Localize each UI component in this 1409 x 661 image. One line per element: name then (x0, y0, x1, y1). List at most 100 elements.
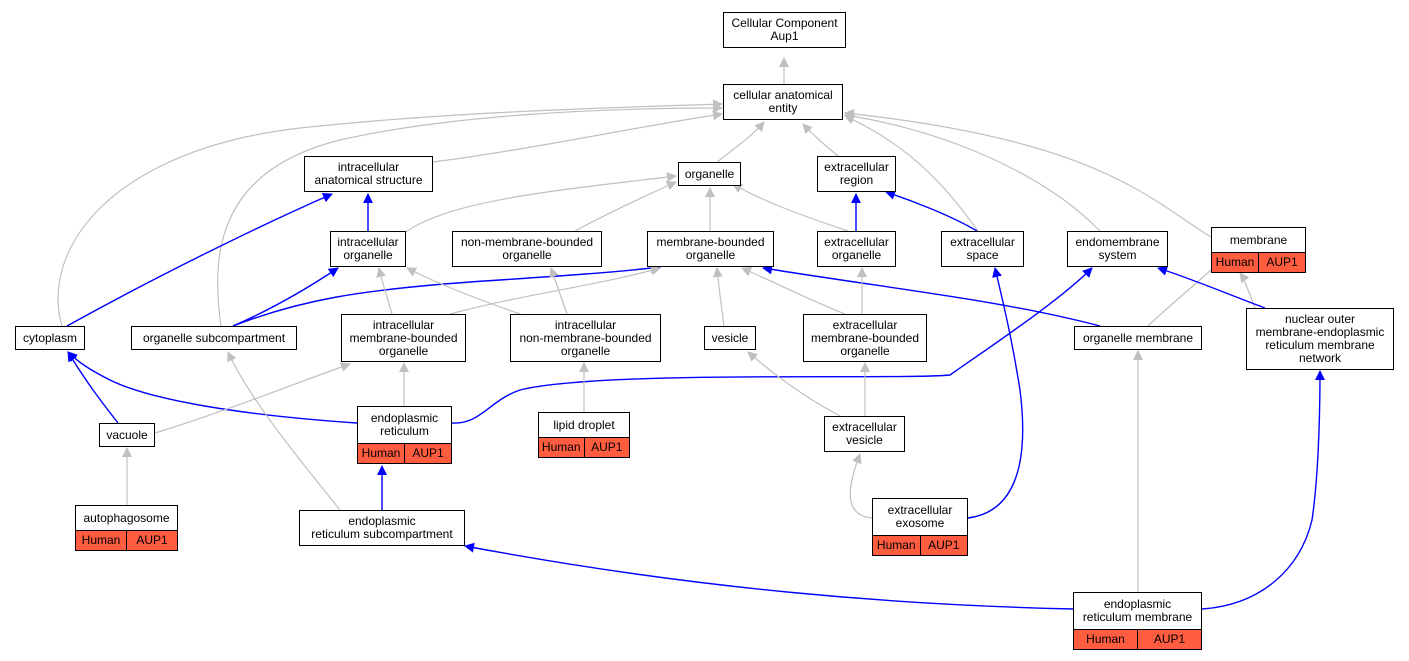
annotation-species: Human (81, 533, 121, 547)
node-label-line: membrane (1229, 232, 1288, 247)
edge-is-a-intracellular-non-membrane-bounded-organelle-to-intracellular-organelle (406, 267, 521, 315)
annotation-species: Human (1215, 255, 1255, 269)
edge-is-a-intracellular-non-membrane-bounded-organelle-to-non-membrane-bounded-organelle (549, 267, 568, 315)
node-label-line: organelle subcompartment (142, 330, 286, 345)
edge-part-of-endoplasmic-reticulum-to-endomembrane-system (451, 267, 1093, 424)
node-label-line: network (1298, 351, 1342, 365)
node-cytoplasm[interactable]: cytoplasm (15, 326, 85, 350)
annotation-gene: AUP1 (919, 536, 968, 555)
edge-part-of-endoplasmic-reticulum-membrane-to-nuclear-outer-membrane-er-network (1201, 370, 1325, 610)
edge-is-a-intracellular-organelle-to-organelle (405, 172, 677, 233)
node-label-line: extracellular (824, 235, 889, 249)
node-label-line: membrane-bounded (349, 330, 458, 345)
annotation-gene: AUP1 (1137, 630, 1201, 649)
node-label-line: space (966, 248, 999, 262)
node-label-line: organelle (831, 248, 882, 262)
node-label-line: cytoplasm (22, 330, 78, 345)
edge-part-of-cytoplasm-to-intracellular-anatomical-structure (66, 193, 333, 327)
node-label-line: endoplasmic (1103, 597, 1172, 611)
node-label-line: endoplasmic (348, 514, 416, 528)
node-vesicle[interactable]: vesicle (704, 326, 756, 350)
edge-part-of-endoplasmic-reticulum-membrane-to-endoplasmic-reticulum-subcompartment (464, 542, 1074, 610)
annotation-gene: AUP1 (1258, 253, 1305, 272)
edge-is-a-cytoplasm-to-cellular-anatomical-entity (57, 99, 723, 327)
edge-part-of-extracellular-space-to-extracellular-region (885, 190, 978, 232)
node-label-line: intracellular (372, 317, 435, 332)
node-label-line: extracellular (832, 317, 898, 332)
annotation-gene: AUP1 (126, 531, 177, 550)
node-label-line: vesicle (711, 330, 749, 345)
edge-is-a-non-membrane-bounded-organelle-to-organelle (574, 181, 677, 232)
edge-is-a-intracellular-membrane-bounded-organelle-to-intracellular-organelle (376, 267, 393, 315)
node-label-line: lipid droplet (553, 417, 615, 432)
annotation-gene: AUP1 (404, 444, 451, 463)
node-label-line: organelle (560, 343, 611, 358)
node-label-line: membrane-endoplasmic (1255, 325, 1385, 339)
node-label: cytoplasm (16, 327, 84, 349)
edge-is-a-extracellular-exosome-to-extracellular-vesicle (849, 453, 873, 519)
node-organelle-membrane[interactable]: organelle membrane (1074, 326, 1202, 350)
edge-is-a-vesicle-to-membrane-bounded-organelle (712, 267, 725, 327)
edge-is-a-endoplasmic-reticulum-subcompartment-to-organelle-subcompartment (227, 351, 341, 511)
edge-part-of-vacuole-to-cytoplasm (67, 351, 119, 424)
node-label-line: organelle membrane (1082, 330, 1194, 345)
node-label: vacuole (100, 424, 154, 446)
node-label-line: non-membrane-bounded (460, 235, 594, 249)
edge-part-of-nuclear-outer-membrane-er-network-to-endomembrane-system (1157, 266, 1266, 309)
node-label-line: nuclear outer (1284, 312, 1356, 326)
node-label: organelle subcompartment (132, 327, 296, 349)
node-organelle[interactable]: organelle (678, 162, 741, 186)
node-vacuole[interactable]: vacuole (99, 423, 155, 447)
node-label: membrane (1212, 228, 1305, 252)
node-label-line: reticulum subcompartment (311, 527, 453, 541)
edge-is-a-organelle-subcompartment-to-cellular-anatomical-entity (217, 103, 723, 327)
node-label-line: organelle (502, 248, 552, 262)
node-label-line: reticulum (380, 424, 429, 438)
node-label-line: reticulum membrane (1082, 610, 1193, 624)
node-organelle-subcompartment[interactable]: organelle subcompartment (131, 326, 297, 350)
node-label-line: organelle (343, 248, 393, 262)
node-label-line: endoplasmic (370, 411, 439, 425)
node-label-line: endomembrane (1075, 235, 1160, 249)
edge-part-of-endoplasmic-reticulum-to-cytoplasm (67, 351, 358, 424)
node-label: vesicle (705, 327, 755, 349)
node-label: organelle (679, 163, 740, 185)
edge-is-a-nuclear-outer-membrane-er-network-to-membrane (1239, 272, 1256, 309)
edge-is-a-membrane-to-cellular-anatomical-entity (844, 108, 1212, 238)
